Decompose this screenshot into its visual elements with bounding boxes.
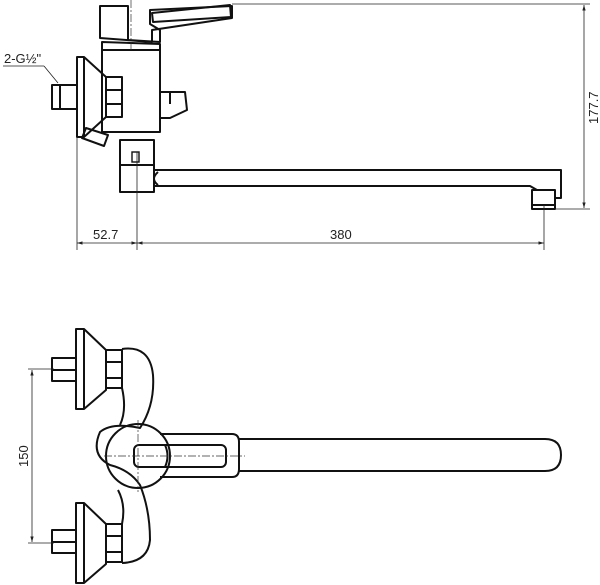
offset-label: 52.7 [93, 227, 118, 242]
inlet-spacing-label: 150 [16, 445, 31, 467]
height-label: 177.7 [586, 91, 600, 124]
inlet-spacing-dimension: 150 [16, 368, 54, 544]
side-view [51, 0, 562, 250]
spout-length-label: 380 [330, 227, 352, 242]
top-view [51, 328, 562, 584]
height-dimension: 177.7 [232, 3, 600, 210]
horizontal-dimensions: 52.7 380 [76, 137, 544, 250]
thread-label: 2-G½" [4, 51, 42, 66]
thread-dimension: 2-G½" [3, 51, 59, 84]
